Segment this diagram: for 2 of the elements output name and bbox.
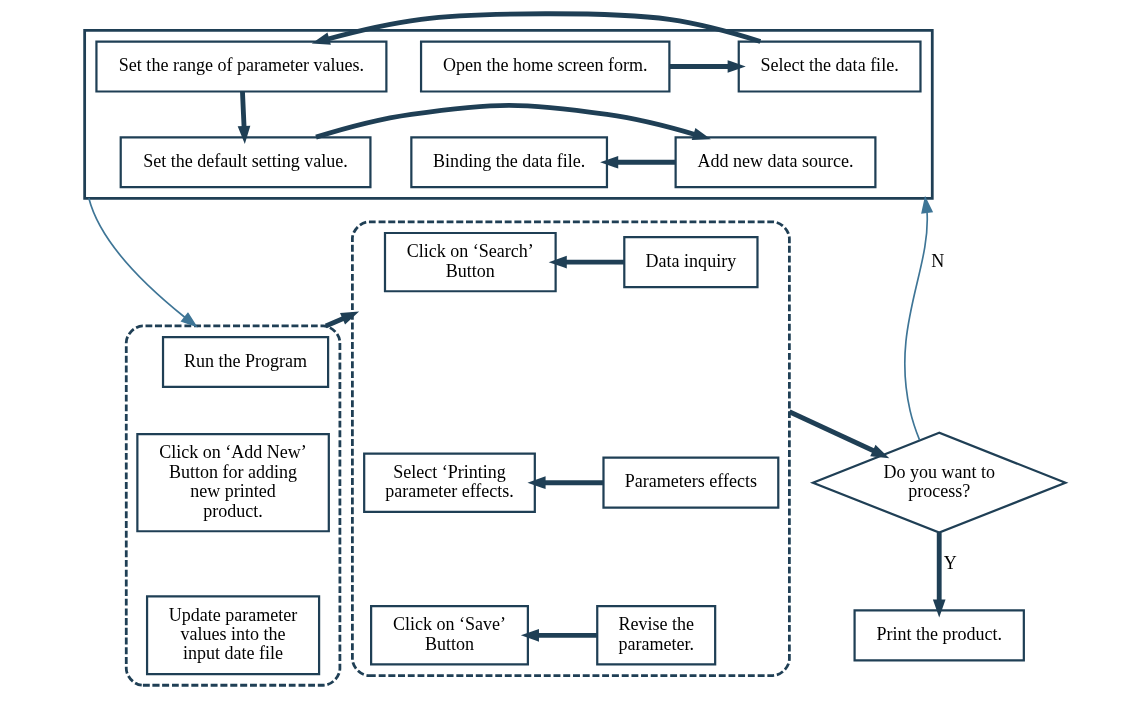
edge-label: Y [943,553,957,574]
edge-label: N [931,250,945,271]
